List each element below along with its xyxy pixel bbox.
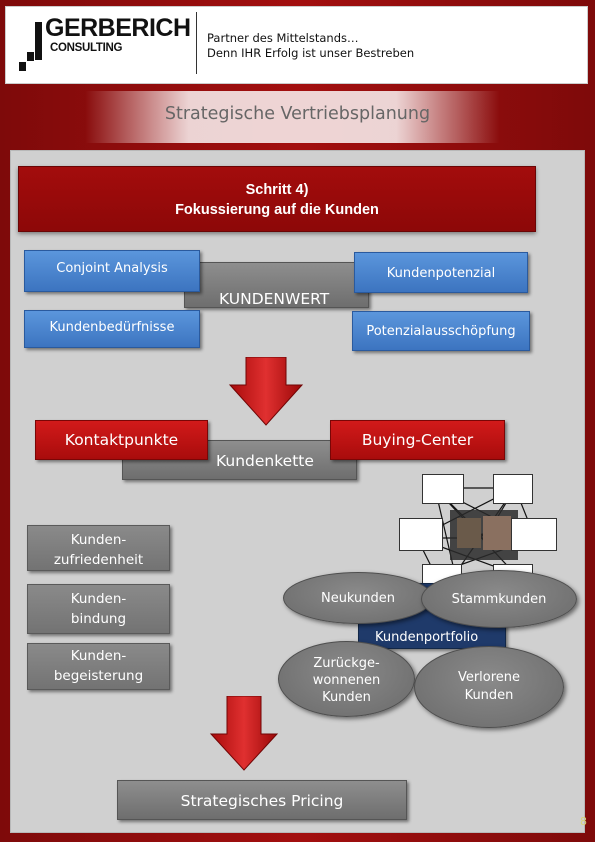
- verlorene-label-1: Verlorene: [457, 670, 521, 685]
- arrow-down-icon: [209, 696, 279, 771]
- verlorene-kunden-ellipse: Verlorene Kunden: [414, 646, 564, 728]
- kundenportfolio-label: Kundenportfolio: [375, 630, 479, 645]
- logo-mark-step-2: [19, 62, 26, 71]
- kundenpotenzial-label: Kundenpotenzial: [386, 266, 496, 281]
- kundenwert-label: KUNDENWERT: [219, 290, 330, 308]
- kundenkette-label: Kundenkette: [216, 452, 314, 470]
- kundenbindung-label-2: bindung: [70, 611, 127, 627]
- potenzialausschoepfung-label: Potenzialausschöpfung: [366, 324, 516, 339]
- network-node: [511, 518, 557, 551]
- arrow-down-icon: [228, 357, 304, 426]
- kundenbindung-label-1: Kunden-: [70, 591, 127, 607]
- buying-center-label: Buying-Center: [361, 431, 474, 449]
- kundenbegeisterung-box: Kunden- begeisterung: [27, 643, 170, 690]
- tagline-2: Denn IHR Erfolg ist unser Bestreben: [207, 46, 415, 60]
- zurueckgewonnene-kunden-ellipse: Zurückge- wonnenen Kunden: [278, 641, 415, 717]
- zurueck-label-3: Kunden: [322, 690, 371, 705]
- logo-subtitle: CONSULTING: [50, 42, 123, 54]
- kontaktpunkte-label: Kontaktpunkte: [64, 431, 179, 449]
- header: [5, 6, 588, 84]
- page-title: Strategische Vertriebsplanung: [164, 104, 431, 124]
- verlorene-label-2: Kunden: [464, 688, 514, 703]
- network-node: [422, 474, 464, 504]
- kundenbeduerfnisse-box: Kundenbedürfnisse: [24, 310, 200, 348]
- buying-center-box: Buying-Center: [330, 420, 505, 460]
- stammkunden-ellipse: Stammkunden: [421, 570, 577, 628]
- kundenzufriedenheit-label-1: Kunden-: [70, 532, 127, 548]
- logo-mark: [35, 22, 42, 60]
- conjoint-analysis-box: Conjoint Analysis: [24, 250, 200, 292]
- kundenkette-box: [122, 440, 357, 480]
- kundenbegeisterung-label-1: Kunden-: [70, 648, 127, 664]
- step-number: Schritt 4): [245, 182, 309, 198]
- page-number: 8: [580, 815, 587, 828]
- kundenzufriedenheit-box: Kunden- zufriedenheit: [27, 525, 170, 571]
- kundenbeduerfnisse-label: Kundenbedürfnisse: [49, 320, 175, 335]
- kundenbegeisterung-label-2: begeisterung: [53, 668, 144, 684]
- neukunden-ellipse: Neukunden: [283, 572, 433, 624]
- kundenzufriedenheit-label-2: zufriedenheit: [53, 552, 144, 568]
- potenzialausschoepfung-box: Potenzialausschöpfung: [352, 311, 530, 351]
- network-node: [399, 518, 443, 551]
- conjoint-analysis-label: Conjoint Analysis: [56, 261, 168, 276]
- logo-mark-step-1: [27, 52, 34, 61]
- network-node: [493, 474, 533, 504]
- header-divider: [196, 12, 197, 74]
- zurueck-label-2: wonnenen: [312, 673, 381, 688]
- tagline-1: Partner des Mittelstands…: [207, 31, 359, 45]
- title-banner: [85, 91, 500, 143]
- kontaktpunkte-box: Kontaktpunkte: [35, 420, 208, 460]
- strategisches-pricing-box: Strategisches Pricing: [117, 780, 407, 820]
- stammkunden-label: Stammkunden: [451, 592, 547, 607]
- kundenpotenzial-box: Kundenpotenzial: [354, 252, 528, 293]
- logo-name: GERBERICH: [45, 14, 191, 42]
- step-title: Fokussierung auf die Kunden: [175, 202, 379, 218]
- zurueck-label-1: Zurückge-: [313, 656, 380, 671]
- strategisches-pricing-label: Strategisches Pricing: [180, 792, 344, 810]
- step-header-box: [18, 166, 536, 232]
- kundenbindung-box: Kunden- bindung: [27, 584, 170, 634]
- neukunden-label: Neukunden: [320, 591, 396, 606]
